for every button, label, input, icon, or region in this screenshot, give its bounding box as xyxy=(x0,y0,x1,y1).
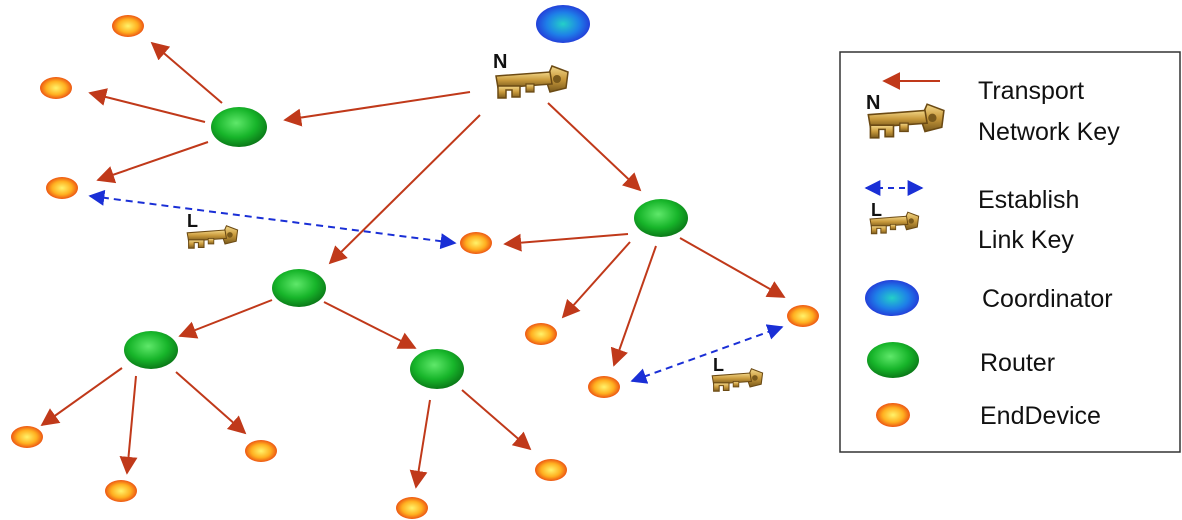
arrow-router-e-to-end-12 xyxy=(461,389,532,451)
link-arrow-end-3-to-end-4 xyxy=(88,189,457,250)
arrow-router-b-to-end-6 xyxy=(610,245,657,367)
end-device-node xyxy=(46,177,78,199)
legend-link-letter: L xyxy=(871,200,882,220)
router-node-e xyxy=(410,349,464,389)
end-device-node xyxy=(112,15,144,37)
arrow-router-c-to-router-e xyxy=(323,301,417,349)
legend-transport-line1: Transport xyxy=(978,77,1084,105)
arrow-router-d-to-end-8 xyxy=(40,367,123,427)
coordinator-node xyxy=(536,5,590,43)
link-key-1: L xyxy=(186,211,239,249)
link-key-2: L xyxy=(711,355,764,392)
legend: N Transport Network Key L Establish Link… xyxy=(839,51,1181,453)
legend-coordinator-label: Coordinator xyxy=(982,285,1113,313)
end-device-node xyxy=(245,440,277,462)
legend-transport-line2: Network Key xyxy=(978,118,1120,146)
end-device-node xyxy=(105,480,137,502)
link-arrow-end-6-to-end-7 xyxy=(630,324,784,384)
link-key-arrows xyxy=(88,189,784,384)
legend-router-label: Router xyxy=(980,349,1055,377)
end-device-node xyxy=(396,497,428,519)
arrow-coordinator-to-router-a xyxy=(283,91,471,127)
legend-link-line2: Link Key xyxy=(978,226,1074,254)
link-key-letter: L xyxy=(187,211,198,231)
router-node-b xyxy=(634,199,688,237)
link-key-letter: L xyxy=(713,355,724,375)
legend-end-device-label: EndDevice xyxy=(980,402,1101,430)
arrow-router-b-to-end-4 xyxy=(503,233,629,252)
legend-transport-letter: N xyxy=(866,92,880,114)
router-node-d xyxy=(124,331,178,369)
arrow-router-a-to-end-3 xyxy=(96,141,209,184)
end-device-node xyxy=(11,426,43,448)
router-node-c xyxy=(272,269,326,307)
arrow-router-d-to-end-9 xyxy=(119,375,138,475)
arrow-router-d-to-end-10 xyxy=(175,371,247,435)
router-node-a xyxy=(211,107,267,147)
arrow-router-c-to-router-d xyxy=(178,299,273,339)
arrow-router-a-to-end-2 xyxy=(88,88,206,123)
arrow-coordinator-to-router-c xyxy=(328,114,481,265)
transport-key-arrows xyxy=(40,41,786,489)
end-device-nodes xyxy=(11,15,819,519)
legend-router-swatch xyxy=(867,342,919,378)
arrow-coordinator-to-router-b xyxy=(547,102,642,192)
arrow-router-b-to-end-7 xyxy=(679,237,786,298)
end-device-node xyxy=(535,459,567,481)
router-nodes xyxy=(124,107,688,389)
arrow-router-a-to-end-1 xyxy=(150,41,223,104)
transport-key-letter: N xyxy=(493,51,507,73)
end-device-node xyxy=(787,305,819,327)
end-device-node xyxy=(40,77,72,99)
arrow-router-b-to-end-5 xyxy=(561,241,631,319)
end-device-node xyxy=(460,232,492,254)
end-device-node xyxy=(525,323,557,345)
legend-link-line1: Establish xyxy=(978,186,1079,214)
transport-network-key: N xyxy=(493,51,569,99)
legend-end-device-swatch xyxy=(876,403,910,427)
arrow-router-e-to-end-11 xyxy=(409,399,431,489)
end-device-node xyxy=(588,376,620,398)
legend-coordinator-swatch xyxy=(865,280,919,316)
